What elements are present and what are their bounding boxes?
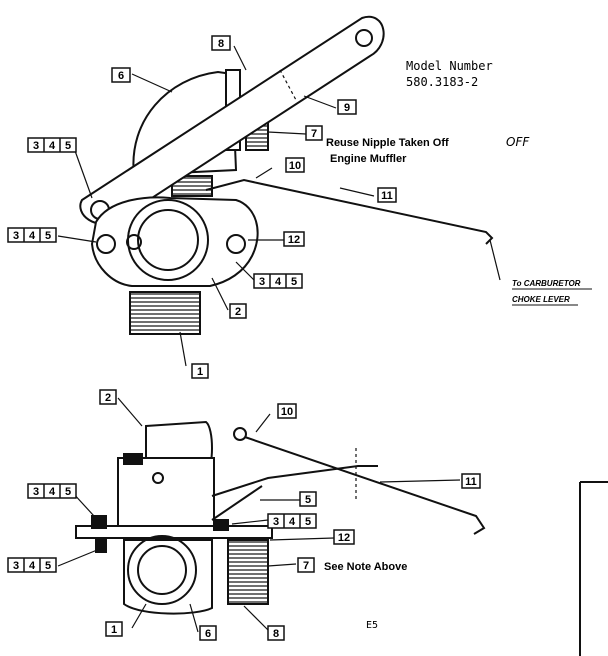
callout-8-bottom-label: 8: [273, 628, 279, 640]
callout-box-1-bottom: [105, 621, 123, 637]
callout-345-b-4: 4: [29, 230, 36, 242]
callout-box-11-top: [377, 187, 397, 203]
callout-box-5-bottom: [299, 491, 317, 507]
flange-center-bore: [137, 209, 199, 271]
side-view-assembly: [75, 420, 486, 615]
carburetor-note-line2: CHOKE LEVER: [512, 295, 570, 304]
callout-345-c-5: 5: [291, 276, 297, 288]
callout-11-bottom-label: 11: [465, 476, 477, 488]
callout-345-c: 3 4 5: [253, 273, 303, 289]
reuse-note-line2: Engine Muffler: [330, 153, 407, 165]
flange-bolt-right: [226, 234, 246, 254]
callout-5-bottom-label: 5: [305, 494, 311, 506]
callout-box-8-bottom: [267, 625, 285, 641]
callout-345-c-4: 4: [275, 276, 282, 288]
callout-box-2-top: [229, 303, 247, 319]
callout-1-top-label: 1: [197, 366, 203, 378]
callout-10-top-label: 10: [289, 160, 301, 172]
callout-box-8-top: [211, 35, 231, 51]
callout-8-top-label: 8: [218, 38, 224, 50]
see-note-above: See Note Above: [324, 561, 407, 573]
housing-body: [117, 457, 215, 529]
callout-11-top-label: 11: [381, 190, 393, 202]
callout-345-d-3: 3: [33, 486, 39, 498]
carburetor-note-line1: To CARBURETOR: [512, 279, 581, 288]
pipe-bore-inner: [137, 545, 187, 595]
lower-pipe: [123, 539, 213, 615]
edge-frame: [579, 481, 608, 656]
lever-hole: [355, 29, 373, 47]
callout-345-b: 3 4 5: [7, 227, 57, 243]
callout-345-a: 3 4 5: [27, 137, 77, 153]
callout-box-11-bottom: [461, 473, 481, 489]
callout-345-d-5: 5: [65, 486, 71, 498]
callout-345-d-4: 4: [49, 486, 56, 498]
callout-box-6-bottom: [199, 625, 217, 641]
callout-12-bottom-label: 12: [338, 532, 350, 544]
callout-1-bottom-label: 1: [111, 624, 117, 636]
callout-2-bottom-label: 2: [105, 392, 111, 404]
callout-345-a-5: 5: [65, 140, 71, 152]
callout-box-1-top: [191, 363, 209, 379]
callout-345-e-5: 5: [305, 516, 311, 528]
callout-345-c-3: 3: [259, 276, 265, 288]
model-number-label: Model Number: [406, 59, 493, 73]
callout-6-label: 6: [118, 70, 124, 82]
callout-345-f-5: 5: [45, 560, 51, 572]
page-code: E5: [366, 620, 378, 631]
callout-box-10-bottom: [277, 403, 297, 419]
callout-345-f-3: 3: [13, 560, 19, 572]
callout-box-10-top: [285, 157, 305, 173]
callout-345-e-4: 4: [289, 516, 296, 528]
top-view-assembly: [79, 15, 494, 335]
callout-7-bottom-label: 7: [303, 560, 309, 572]
callout-box-9: [337, 99, 357, 115]
callout-box-6: [111, 67, 131, 83]
callout-345-a-4: 4: [49, 140, 56, 152]
callout-345-b-5: 5: [45, 230, 51, 242]
callout-345-a-3: 3: [33, 140, 39, 152]
callout-10-bottom-label: 10: [281, 406, 293, 418]
threaded-nipple: [129, 291, 201, 335]
callout-box-7-top: [305, 125, 323, 141]
callout-345-e: 3 4 5: [267, 513, 317, 529]
callout-box-12-bottom: [333, 529, 355, 545]
choke-rod: [205, 178, 494, 245]
spring-bottom: [227, 539, 269, 605]
callout-2-top-label: 2: [235, 306, 241, 318]
linkage-rod: [211, 465, 378, 497]
model-number-value: 580.3183-2: [406, 75, 478, 89]
callout-box-12-top: [283, 231, 305, 247]
callout-6-bottom-label: 6: [205, 628, 211, 640]
lever-arm: [79, 15, 385, 225]
callout-box-7-bottom: [297, 557, 315, 573]
callout-12-top-label: 12: [288, 234, 300, 246]
reuse-note-handwritten: OFF: [506, 135, 530, 149]
callout-345-d: 3 4 5: [27, 483, 77, 499]
callout-7-top-label: 7: [311, 128, 317, 140]
callout-9-label: 9: [344, 102, 350, 114]
pipe-bore-outer: [127, 535, 197, 605]
flange-bolt-left: [96, 234, 116, 254]
leader-lines: [57, 45, 501, 633]
callout-345-f: 3 4 5: [7, 557, 57, 573]
callout-345-f-4: 4: [29, 560, 36, 572]
callout-box-2-bottom: [99, 389, 117, 405]
reuse-note-line1: Reuse Nipple Taken Off: [326, 137, 449, 149]
callout-345-b-3: 3: [13, 230, 19, 242]
callout-345-e-3: 3: [273, 516, 279, 528]
